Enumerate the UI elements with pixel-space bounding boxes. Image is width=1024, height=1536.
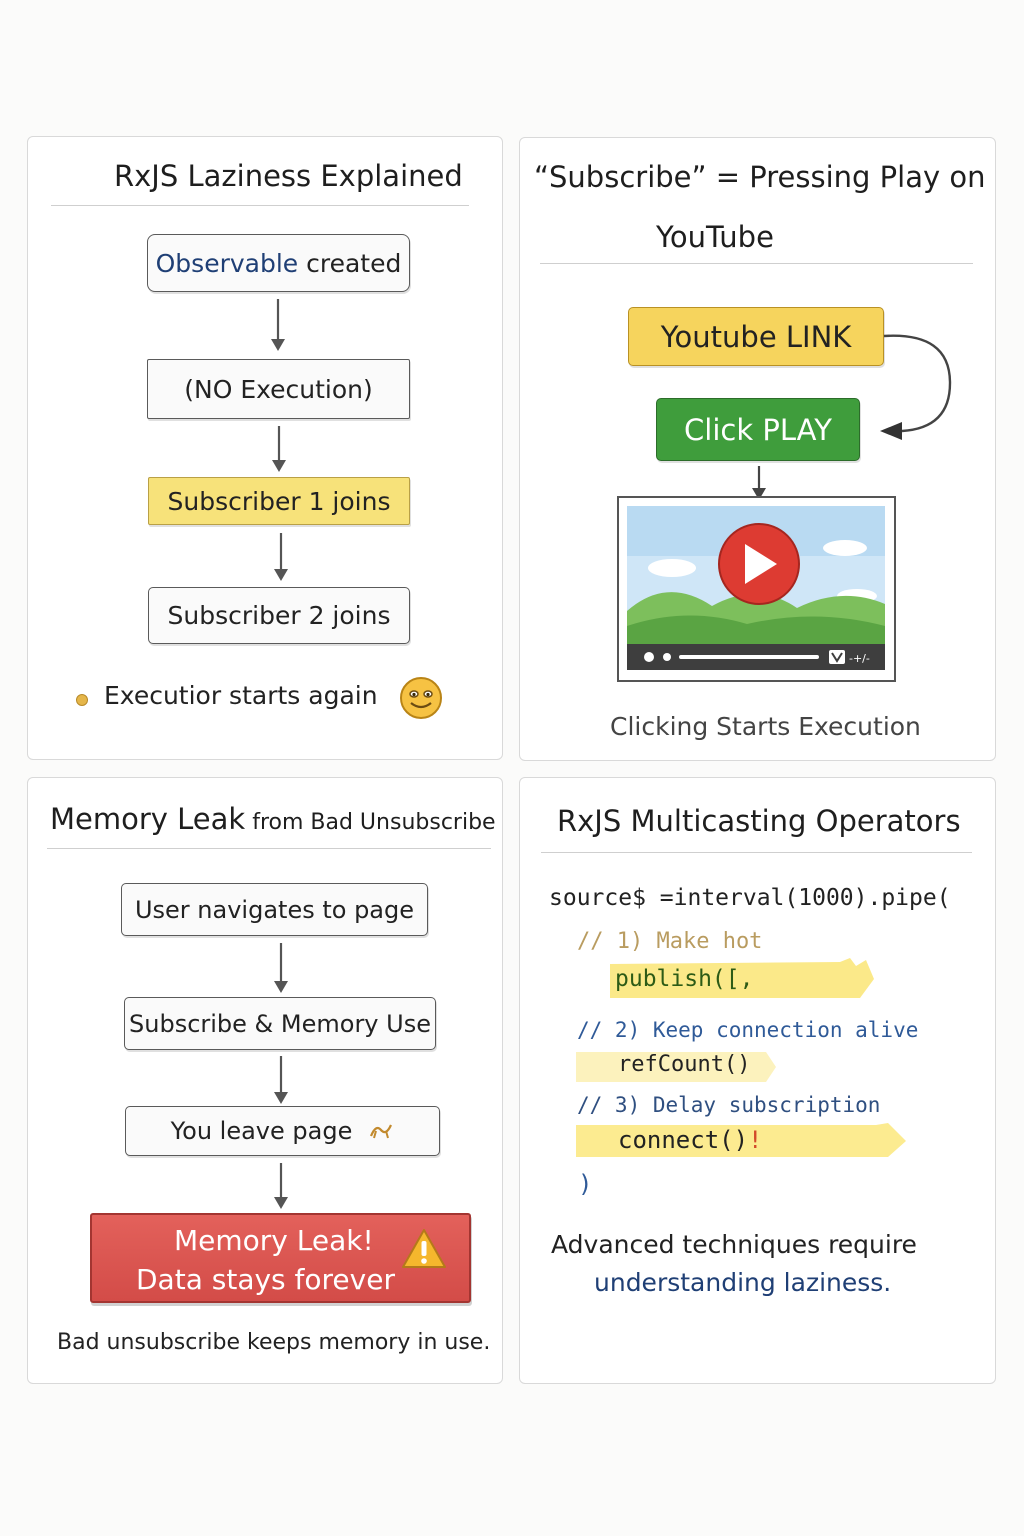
- panel-youtube: “Subscribe” = Pressing Play on YouTube Y…: [519, 137, 996, 761]
- arrow-down-icon: [752, 466, 766, 500]
- warning-icon: [402, 1229, 446, 1268]
- smiley-face-icon: [400, 677, 442, 719]
- caption-line-1: Advanced techniques require: [551, 1230, 917, 1259]
- subscribe-memory-box: Subscribe & Memory Use: [124, 997, 436, 1050]
- code-comment-1: // 1) Make hot: [577, 929, 763, 954]
- arrow-down-icon: [272, 426, 286, 472]
- connect-mark: !: [748, 1126, 763, 1154]
- title-divider: [47, 848, 491, 849]
- created-word: created: [298, 248, 402, 278]
- highlight-streak-2: [576, 1052, 776, 1082]
- you-leave-page-box: You leave page: [125, 1106, 440, 1156]
- code-op-publish: publish([,: [615, 966, 754, 992]
- panel-memory-leak: Memory Leak from Bad Unsubscribe User na…: [27, 777, 503, 1384]
- code-comment-2: // 2) Keep connection alive: [577, 1018, 919, 1042]
- title-divider: [51, 205, 469, 206]
- arrow-down-icon: [274, 1163, 288, 1209]
- video-player-icon[interactable]: -+/-: [617, 496, 896, 682]
- code-line-source: source$ =interval(1000).pipe(: [549, 885, 951, 911]
- leak-line-2: Data stays forever: [136, 1263, 395, 1296]
- code-comment-3: // 3) Delay subscription: [577, 1093, 881, 1117]
- arrow-down-icon: [274, 943, 288, 993]
- leak-line-1: Memory Leak!: [174, 1224, 374, 1257]
- code-op-connect: connect()!: [618, 1126, 763, 1154]
- title-divider: [540, 263, 973, 264]
- panel-title: RxJS Multicasting Operators: [557, 804, 961, 838]
- title-divider: [541, 852, 972, 853]
- you-leave-page-label: You leave page: [170, 1117, 353, 1145]
- panel-title-line-2: YouTube: [656, 220, 774, 254]
- click-play-button[interactable]: Click PLAY: [656, 398, 860, 461]
- no-execution-box: (NO Execution): [147, 359, 410, 419]
- arrow-down-icon: [271, 299, 285, 351]
- panel-title: RxJS Laziness Explained: [114, 159, 463, 193]
- title-main: Memory Leak: [50, 802, 246, 836]
- panel-title: Memory Leak from Bad Unsubscribe: [50, 802, 496, 836]
- memory-leak-alert: Memory Leak! Data stays forever: [90, 1213, 471, 1303]
- panel-title-line-1: “Subscribe” = Pressing Play on: [534, 160, 986, 194]
- bullet-dot-icon: [76, 694, 88, 706]
- arrow-down-icon: [274, 1056, 288, 1104]
- panel-multicasting: RxJS Multicasting Operators source$ =int…: [519, 777, 996, 1384]
- youtube-link-button[interactable]: Youtube LINK: [628, 307, 884, 366]
- svg-text:-+/-: -+/-: [849, 652, 870, 665]
- subscriber-1-box: Subscriber 1 joins: [148, 477, 410, 525]
- connect-text: connect(): [618, 1126, 749, 1154]
- observable-created-box: Observable created: [147, 234, 410, 292]
- observable-word: Observable: [155, 248, 299, 278]
- exit-squiggle-icon: [370, 1124, 393, 1139]
- title-sub: from Bad Unsubscribe: [245, 810, 496, 835]
- panel-laziness: RxJS Laziness Explained Observable creat…: [27, 136, 503, 760]
- leak-caption: Bad unsubscribe keeps memory in use.: [57, 1330, 491, 1355]
- highlight-streak-3: [576, 1123, 906, 1157]
- execution-note: Executior starts again: [104, 681, 378, 710]
- user-navigates-box: User navigates to page: [121, 883, 428, 936]
- subscriber-2-box: Subscriber 2 joins: [148, 587, 410, 644]
- highlight-streak-1: [610, 958, 874, 998]
- code-op-refcount: refCount(): [618, 1052, 751, 1077]
- curved-arrow-icon: [880, 334, 952, 440]
- code-close-paren: ): [578, 1170, 593, 1198]
- caption-line-2: understanding laziness.: [594, 1268, 892, 1297]
- arrow-down-icon: [274, 533, 288, 581]
- execution-caption: Clicking Starts Execution: [610, 712, 921, 741]
